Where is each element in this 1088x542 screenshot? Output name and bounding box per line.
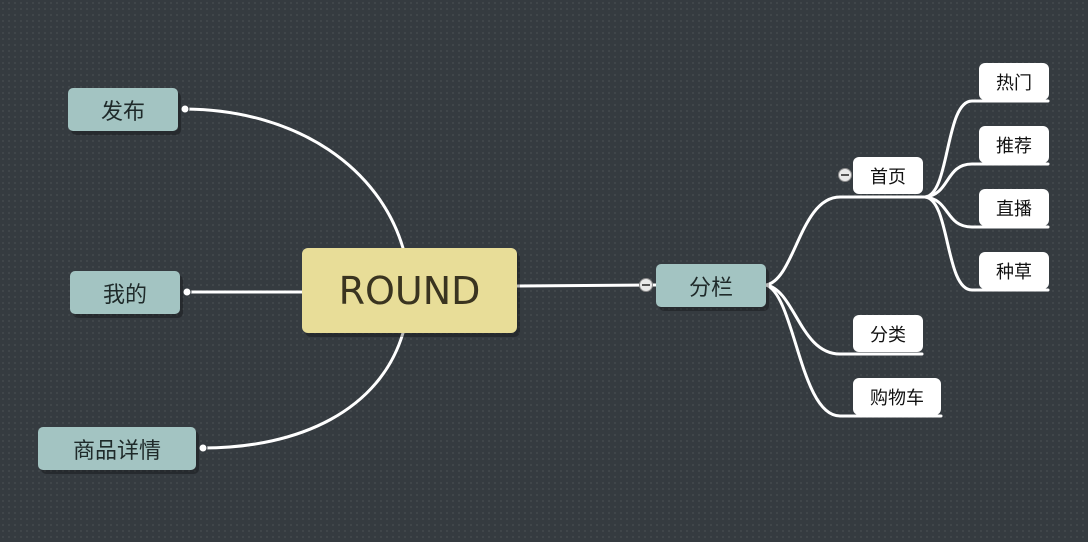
topic-product-detail[interactable]: 商品详情 [38, 427, 196, 470]
subtopic-recommend[interactable]: 推荐 [979, 126, 1049, 163]
connector-columns-category [764, 283, 924, 356]
connector-dot-publish [180, 104, 190, 114]
subtopic-cart-label: 购物车 [870, 387, 924, 409]
collapse-columns-icon[interactable] [639, 278, 653, 292]
subtopic-recommend-label: 推荐 [996, 135, 1032, 157]
connector-root-columns [515, 283, 658, 288]
topic-publish-label: 发布 [100, 99, 145, 125]
subtopic-hot-label: 热门 [996, 72, 1032, 94]
topic-mine[interactable]: 我的 [70, 271, 180, 314]
subtopic-live[interactable]: 直播 [979, 189, 1049, 226]
subtopic-grass-label: 种草 [996, 261, 1032, 283]
connector-home-grass [923, 195, 1050, 292]
subtopic-category-label: 分类 [870, 324, 906, 346]
connector-columns-cart [764, 283, 943, 418]
subtopic-cart[interactable]: 购物车 [853, 378, 941, 415]
connector-root-publish [183, 107, 405, 250]
connector-home-live [923, 195, 1050, 229]
subtopic-home[interactable]: 首页 [853, 157, 923, 194]
connector-root-product-detail [201, 331, 405, 450]
collapse-home-icon[interactable] [838, 168, 852, 182]
connector-columns-home [764, 195, 927, 287]
topic-publish[interactable]: 发布 [68, 88, 178, 131]
connector-home-hot [923, 99, 1050, 199]
topic-mine-label: 我的 [102, 282, 147, 308]
topic-product-detail-label: 商品详情 [72, 438, 161, 464]
subtopic-grass[interactable]: 种草 [979, 252, 1049, 289]
topic-columns[interactable]: 分栏 [656, 264, 766, 307]
subtopic-hot[interactable]: 热门 [979, 63, 1049, 100]
connector-home-recommend [923, 162, 1050, 199]
subtopic-category[interactable]: 分类 [853, 315, 923, 352]
central-topic[interactable]: ROUND [302, 248, 517, 333]
connector-dot-product-detail [198, 443, 208, 453]
subtopic-live-label: 直播 [996, 198, 1032, 220]
topic-columns-label: 分栏 [688, 275, 733, 301]
central-topic-label: ROUND [338, 268, 481, 313]
subtopic-home-label: 首页 [870, 166, 906, 188]
connector-dot-mine [182, 287, 192, 297]
